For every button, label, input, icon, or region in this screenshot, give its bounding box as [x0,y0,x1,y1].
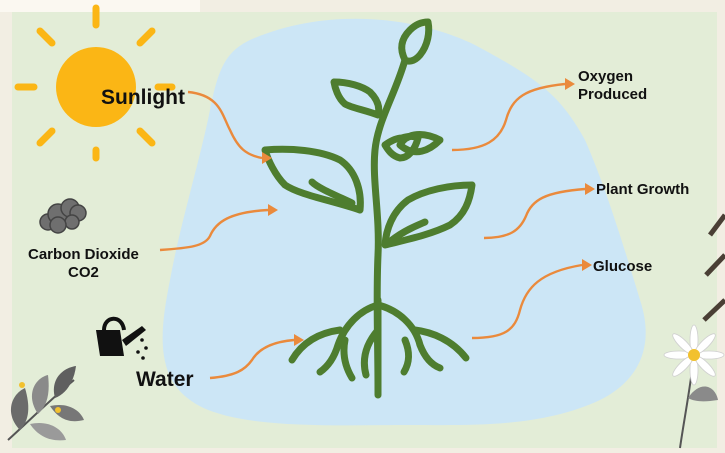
label-carbon-dioxide-line1: Carbon Dioxide [28,246,139,264]
label-oxygen: Oxygen Produced [578,68,647,104]
label-water: Water [136,368,194,392]
watering-can-icon [96,319,148,360]
label-glucose: Glucose [593,258,652,275]
leaf-branch-icon [8,366,84,440]
co2-cloud-icon [40,199,86,233]
branch-decoration [704,215,725,320]
label-carbon-dioxide-line2: CO2 [28,264,139,282]
label-plant-growth: Plant Growth [596,181,689,198]
label-oxygen-line2: Produced [578,86,647,104]
daisy-icon [664,325,724,448]
label-carbon-dioxide: Carbon Dioxide CO2 [28,246,139,282]
sun-icon [18,8,172,158]
label-sunlight: Sunlight [101,86,185,110]
label-oxygen-line1: Oxygen [578,68,647,86]
